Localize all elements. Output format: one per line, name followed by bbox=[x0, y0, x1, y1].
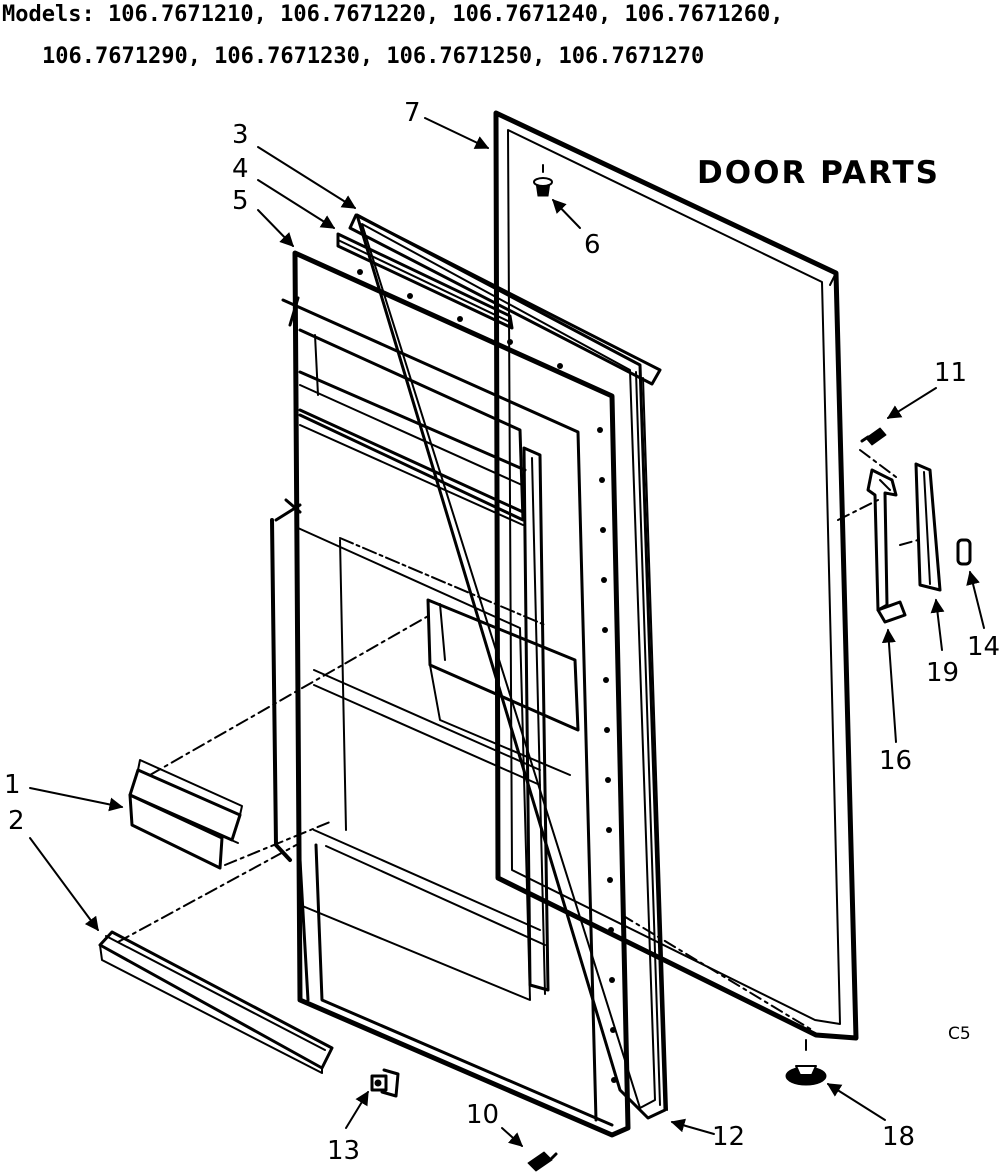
leader-18 bbox=[826, 1083, 886, 1121]
models-line-1: Models: 106.7671210, 106.7671220, 106.76… bbox=[2, 2, 784, 27]
leader-2 bbox=[29, 837, 99, 932]
bottom-rail bbox=[98, 930, 334, 1074]
inner-door-liner bbox=[270, 250, 631, 1138]
leader-6 bbox=[552, 198, 581, 229]
leader-7 bbox=[424, 117, 490, 149]
door-gasket bbox=[355, 213, 668, 1120]
plug-part bbox=[533, 164, 553, 197]
leader-11 bbox=[886, 387, 937, 419]
diagram-code: C5 bbox=[948, 1024, 971, 1044]
handle-trim bbox=[914, 462, 942, 592]
top-cap bbox=[348, 213, 662, 386]
part-number-3: 3 bbox=[232, 120, 249, 150]
screw-part bbox=[860, 427, 887, 446]
part-number-1: 1 bbox=[4, 770, 21, 800]
leader-13 bbox=[345, 1090, 369, 1129]
part-number-14: 14 bbox=[967, 632, 1000, 662]
part-number-7: 7 bbox=[404, 98, 421, 128]
foot-part bbox=[785, 1039, 827, 1086]
leader-14 bbox=[966, 570, 985, 629]
leader-16 bbox=[881, 628, 897, 743]
part-number-18: 18 bbox=[882, 1122, 916, 1152]
leader-lines bbox=[29, 117, 985, 1147]
outer-door-panel bbox=[493, 110, 859, 1041]
part-number-16: 16 bbox=[879, 746, 913, 776]
part-number-12: 12 bbox=[712, 1122, 746, 1152]
leader-3 bbox=[257, 146, 357, 209]
leader-19 bbox=[930, 598, 945, 651]
part-number-19: 19 bbox=[926, 658, 960, 688]
leader-12 bbox=[670, 1118, 715, 1135]
models-line-2: 106.7671290, 106.7671230, 106.7671250, 1… bbox=[42, 44, 705, 69]
clip-part bbox=[956, 538, 972, 566]
leader-1 bbox=[29, 787, 124, 812]
part-number-6: 6 bbox=[584, 230, 601, 260]
shelf-retainer bbox=[128, 759, 243, 870]
assembly-lines bbox=[117, 449, 919, 1031]
hinge-part bbox=[370, 1068, 400, 1098]
leader-5 bbox=[257, 209, 294, 248]
leader-10 bbox=[501, 1127, 524, 1147]
part-number-2: 2 bbox=[8, 806, 25, 836]
leader-4 bbox=[257, 179, 336, 229]
handle-part bbox=[866, 468, 907, 624]
top-strip bbox=[336, 232, 514, 330]
liner-rivets bbox=[357, 269, 617, 1083]
part-number-10: 10 bbox=[466, 1100, 500, 1130]
bolt-part bbox=[527, 1151, 558, 1172]
diagram-title: DOOR PARTS bbox=[697, 155, 940, 191]
part-number-11: 11 bbox=[934, 358, 968, 388]
part-number-4: 4 bbox=[232, 154, 249, 184]
part-number-5: 5 bbox=[232, 186, 249, 216]
part-number-13: 13 bbox=[327, 1136, 361, 1166]
